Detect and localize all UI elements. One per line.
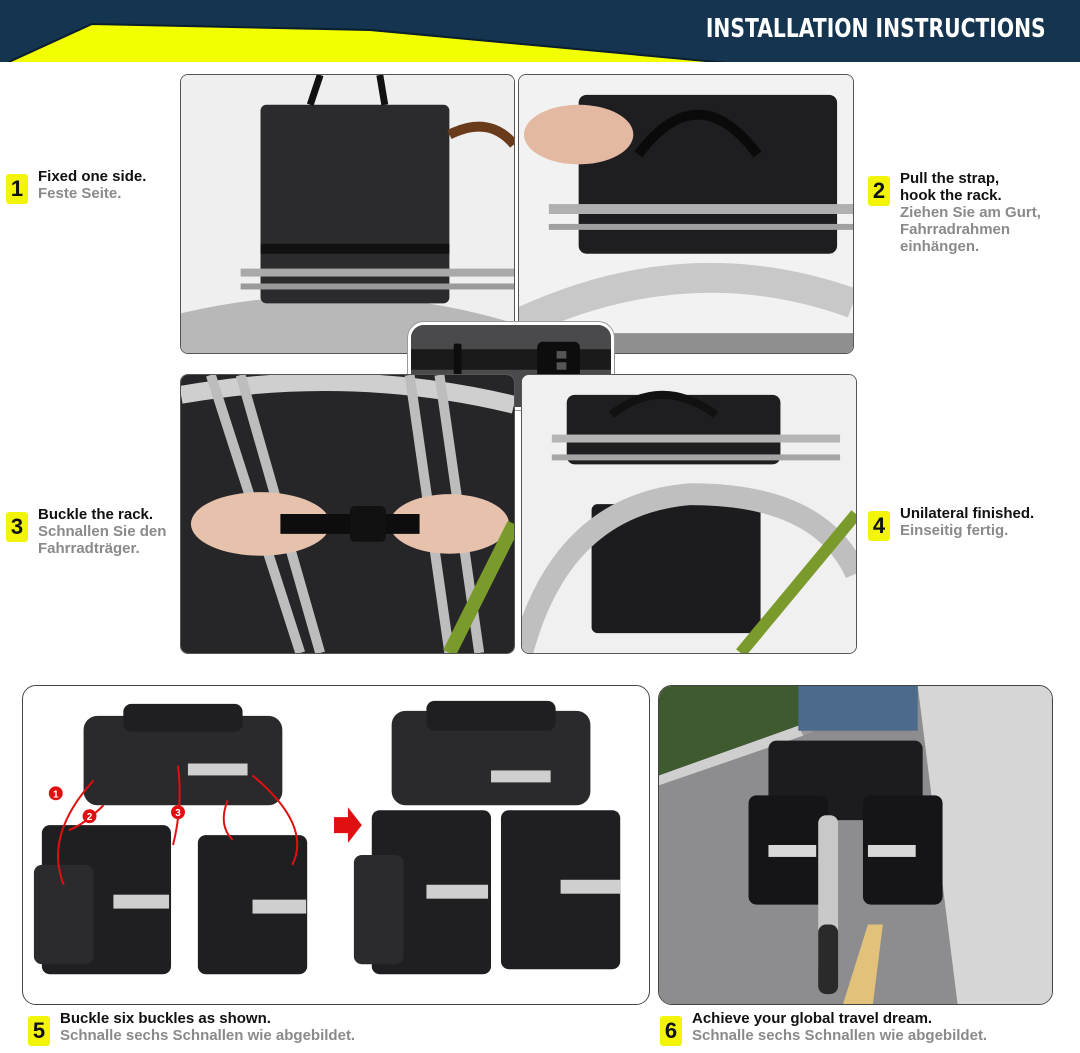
cyclist-panniers-image	[659, 686, 1052, 1004]
step-5-english: Buckle six buckles as shown.	[60, 1010, 271, 1027]
step-number-badge: 4	[868, 511, 890, 541]
step-6-english: Achieve your global travel dream.	[692, 1010, 933, 1027]
page-title: INSTALLATION INSTRUCTIONS	[706, 14, 1046, 44]
step-5: 5 Buckle six buckles as shown. Schnalle …	[28, 1010, 355, 1046]
banner-stripe-graphic	[0, 22, 1080, 66]
assembly-diagram-panel: 1 2 3	[22, 685, 650, 1005]
step-1-english: Fixed one side.	[38, 168, 147, 185]
step-4-english: Unilateral finished.	[900, 505, 1035, 522]
step-number-badge: 3	[6, 512, 28, 542]
step-2-english: Pull the strap, hook the rack.	[900, 170, 1002, 204]
pannier-rack-image	[181, 75, 514, 353]
step-3-german: Schnallen Sie den Fahrradträger.	[38, 523, 167, 557]
step-1: 1 Fixed one side. Feste Seite.	[6, 168, 146, 204]
buckle-rack-image	[181, 375, 514, 653]
svg-text:2: 2	[87, 812, 93, 823]
step-2-german: Ziehen Sie am Gurt, Fahrradrahmen einhän…	[900, 204, 1041, 255]
step-3-english: Buckle the rack.	[38, 506, 154, 523]
svg-text:1: 1	[53, 789, 59, 800]
photo-step-2	[518, 74, 854, 354]
header-banner: INSTALLATION INSTRUCTIONS	[0, 0, 1080, 66]
photo-step-4	[521, 374, 857, 654]
svg-text:3: 3	[175, 808, 181, 819]
step-4: 4 Unilateral finished. Einseitig fertig.	[868, 505, 1034, 541]
step-3: 3 Buckle the rack. Schnallen Sie den Fah…	[6, 506, 166, 557]
step-number-badge: 2	[868, 176, 890, 206]
three-bag-assembly-image: 1 2 3	[23, 686, 649, 1004]
step-1-german: Feste Seite.	[38, 185, 122, 202]
mounted-pannier-image	[522, 375, 856, 653]
cyclist-photo-panel	[658, 685, 1053, 1005]
step-2: 2 Pull the strap, hook the rack. Ziehen …	[868, 170, 1041, 255]
step-6: 6 Achieve your global travel dream. Schn…	[660, 1010, 987, 1046]
strap-hook-image	[519, 75, 853, 353]
step-number-badge: 1	[6, 174, 28, 204]
photo-step-1	[180, 74, 515, 354]
photo-step-3	[180, 374, 515, 654]
step-4-german: Einseitig fertig.	[900, 522, 1009, 539]
step-5-german: Schnalle sechs Schnallen wie abgebildet.	[60, 1027, 356, 1044]
step-number-badge: 5	[28, 1016, 50, 1046]
step-6-german: Schnalle sechs Schnallen wie abgebildet.	[692, 1027, 988, 1044]
step-number-badge: 6	[660, 1016, 682, 1046]
